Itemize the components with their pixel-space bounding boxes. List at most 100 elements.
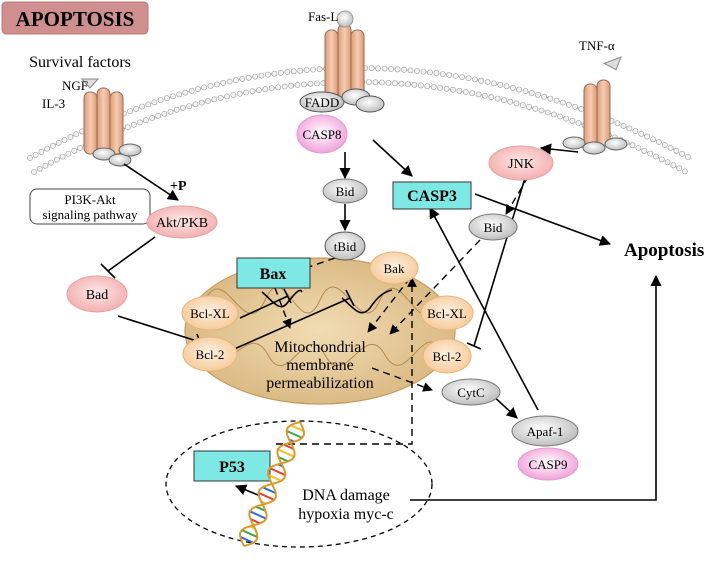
title-badge: APOPTOSIS: [1, 1, 149, 35]
lipid-bead: [55, 139, 62, 146]
nucleus-region: [165, 420, 433, 548]
p53-node: [193, 450, 271, 482]
lipid-bead: [452, 73, 459, 79]
dna-strand: [239, 421, 305, 547]
lipid-bead: [569, 117, 576, 124]
ngf-receptor: [80, 78, 142, 167]
lipid-bead: [553, 97, 560, 104]
lipid-bead: [469, 90, 476, 97]
casp9-node: [517, 447, 579, 481]
lipid-bead: [507, 98, 514, 105]
lipid-bead: [182, 89, 189, 96]
lipid-bead: [243, 89, 249, 96]
dna-rung: [283, 443, 295, 450]
bak-node: [369, 251, 419, 285]
lipid-bead: [297, 67, 304, 74]
lipid-bead: [61, 136, 68, 143]
bcl2-node-left: [182, 336, 238, 372]
lipid-bead: [647, 150, 654, 157]
tbid-node: [324, 231, 366, 261]
lipid-bead: [275, 84, 282, 91]
tbid-label: tBid: [334, 239, 357, 254]
lipid-bead: [679, 150, 685, 157]
bid-node-right: [468, 213, 518, 241]
lipid-bead: [488, 94, 495, 101]
lipid-bead: [575, 120, 582, 126]
lipid-bead: [656, 139, 662, 145]
bad-label: Bad: [86, 288, 109, 303]
lipid-bead: [572, 103, 578, 110]
casp8-label: CASP8: [302, 127, 341, 142]
lipid-bead: [290, 68, 297, 75]
lipid-bead: [268, 85, 275, 92]
lipid-bead: [157, 97, 164, 104]
tnf-ligand-icon: [602, 56, 622, 71]
lipid-bead: [644, 133, 651, 140]
lipid-bead: [519, 102, 526, 108]
akt-node: [146, 205, 218, 239]
lipid-bead: [664, 159, 671, 166]
lipid-bead: [443, 85, 450, 92]
cytc-node: [441, 378, 501, 406]
lipid-bead: [262, 86, 269, 93]
fadd-label: FADD: [305, 95, 339, 110]
lipid-bead: [151, 99, 158, 106]
lipid-bead: [439, 71, 446, 77]
lipid-bead: [685, 153, 691, 160]
casp8-node: [296, 114, 348, 154]
lipid-bead: [535, 91, 541, 98]
lipid-bead: [497, 81, 504, 88]
lipid-bead: [207, 83, 214, 89]
lipid-bead: [426, 69, 433, 76]
lipid-bead: [307, 80, 314, 87]
lipid-bead: [437, 84, 443, 91]
fasl-ligand-icon: [336, 10, 354, 28]
lipid-bead: [424, 83, 431, 90]
dna-rung: [262, 486, 277, 495]
lipid-bead: [620, 122, 627, 129]
tnf-receptor: [562, 56, 628, 155]
fas-receptor: [299, 10, 385, 113]
lipid-bead: [475, 91, 482, 98]
dna-rung: [290, 424, 305, 433]
dna-rung: [249, 518, 261, 525]
lipid-bead: [381, 65, 388, 72]
apaf1-label: Apaf-1: [527, 424, 564, 439]
lipid-bead: [161, 110, 168, 117]
lipid-bead: [303, 67, 310, 73]
lipid-bead: [420, 68, 427, 75]
lipid-bead: [77, 145, 83, 151]
lipid-bead: [391, 80, 398, 87]
survival-factors-label: Survival factors: [29, 54, 131, 71]
lipid-bead: [372, 79, 379, 86]
lipid-bead: [38, 148, 45, 155]
mito-line-2: membrane: [286, 357, 354, 374]
lipid-bead: [368, 65, 375, 72]
lipid-bead: [541, 93, 548, 100]
lipid-bead: [626, 125, 633, 132]
lipid-bead: [217, 95, 224, 101]
lipid-bead: [394, 66, 401, 73]
lipid-bead: [375, 65, 381, 72]
lipid-bead: [522, 88, 529, 95]
lipid-bead: [430, 84, 437, 90]
lipid-bead: [180, 105, 186, 111]
lipid-bead: [557, 113, 563, 120]
lipid-bead: [551, 111, 557, 118]
lipid-bead: [513, 100, 520, 107]
lipid-bead: [73, 131, 80, 138]
lipid-bead: [465, 75, 472, 82]
lipid-bead: [170, 93, 176, 100]
lipid-bead: [149, 115, 155, 121]
lipid-bead: [414, 68, 420, 74]
lipid-bead: [127, 108, 133, 114]
dna-helix-icon: [239, 421, 305, 547]
jnk-node: [488, 145, 554, 181]
lipid-bead: [130, 121, 137, 128]
apoptosis-label: Apoptosis: [624, 240, 704, 261]
pi3k-line1: PI3K-Akt: [64, 192, 116, 207]
lipid-bead: [614, 120, 621, 127]
casp3-label: CASP3: [407, 188, 457, 205]
title-text: APOPTOSIS: [16, 7, 135, 31]
